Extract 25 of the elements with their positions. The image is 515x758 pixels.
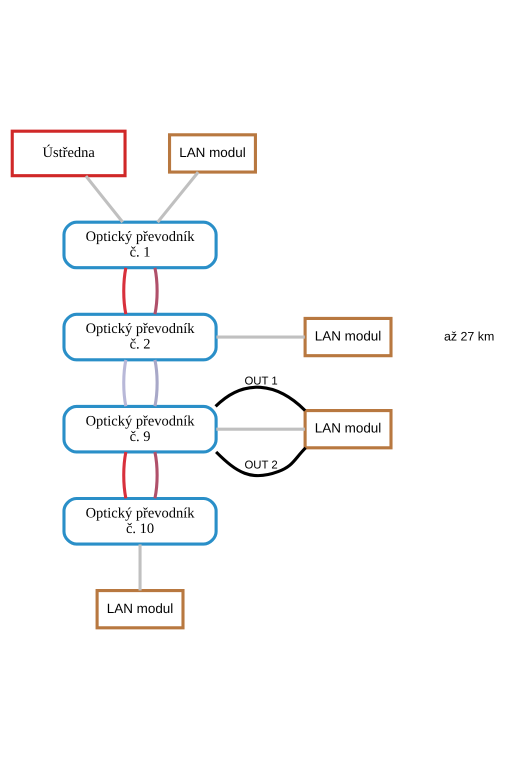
connector (122, 359, 128, 406)
connector (153, 451, 159, 498)
connector (122, 267, 128, 314)
node-box: LAN modul (168, 132, 257, 174)
node-box: Optický převodník č. 10 (62, 496, 218, 546)
connector (156, 170, 200, 223)
node-box: Optický převodník č. 2 (62, 312, 218, 361)
connector (138, 544, 142, 590)
label: až 27 km (444, 328, 494, 343)
node-box: LAN modul (304, 316, 393, 357)
node-box: Optický převodník č. 9 (62, 404, 218, 453)
node-box: Ústředna (10, 129, 127, 177)
connector (216, 335, 305, 338)
connector (216, 427, 305, 430)
connector (84, 174, 124, 223)
node-box: Optický převodník č. 1 (62, 220, 218, 269)
node-box: LAN modul (304, 408, 393, 449)
edge-label: OUT 2 (244, 458, 278, 471)
connector (153, 359, 159, 406)
node-box: LAN modul (96, 588, 185, 629)
connector (215, 446, 307, 477)
connector (153, 267, 159, 314)
connector (214, 385, 306, 412)
connector (122, 451, 128, 498)
edge-label: OUT 1 (244, 374, 278, 387)
